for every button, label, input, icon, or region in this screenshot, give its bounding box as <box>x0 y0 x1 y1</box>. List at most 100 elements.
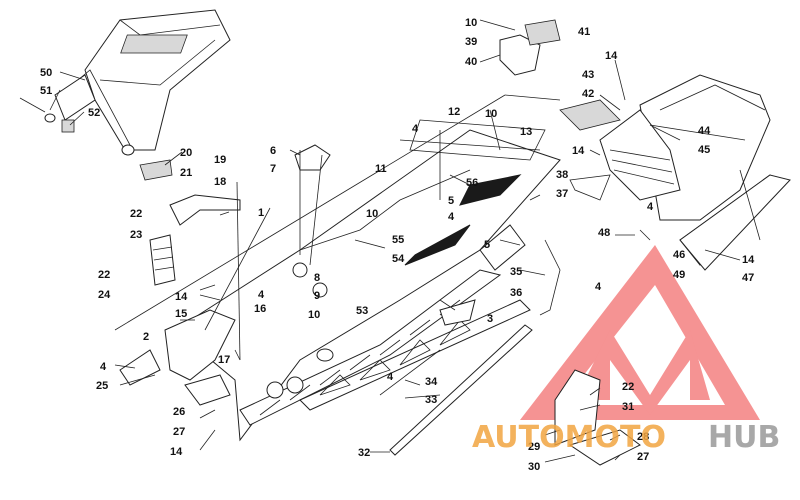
callout-29: 29 <box>528 441 540 453</box>
callout-10: 10 <box>308 309 320 321</box>
callout-4: 4 <box>412 123 419 135</box>
callout-34: 34 <box>425 376 438 388</box>
callout-48: 48 <box>598 227 610 239</box>
callout-18: 18 <box>214 176 226 188</box>
callout-20: 20 <box>180 147 192 159</box>
callout-16: 16 <box>254 303 266 315</box>
cooler-strip-upper <box>459 174 522 206</box>
part-47 <box>679 174 791 271</box>
callout-42: 42 <box>582 88 594 100</box>
callout-14: 14 <box>170 446 183 458</box>
callout-2: 2 <box>143 331 149 343</box>
part-25 <box>119 349 161 386</box>
callout-35: 35 <box>510 266 522 278</box>
callout-19: 19 <box>214 154 226 166</box>
callout-53: 53 <box>356 305 368 317</box>
part-35 <box>479 224 526 271</box>
callout-46: 46 <box>673 249 685 261</box>
callout-22: 22 <box>98 269 110 281</box>
callout-41: 41 <box>578 26 590 38</box>
callout-27: 27 <box>637 451 649 463</box>
callout-4: 4 <box>100 361 107 373</box>
callout-5: 5 <box>484 239 490 251</box>
callout-12: 12 <box>448 106 460 118</box>
callout-14: 14 <box>742 254 755 266</box>
callout-49: 49 <box>673 269 685 281</box>
callout-10: 10 <box>485 108 497 120</box>
callout-45: 45 <box>698 144 710 156</box>
callout-51: 51 <box>40 85 52 97</box>
part-36 <box>539 239 561 316</box>
callout-36: 36 <box>510 287 522 299</box>
callout-8: 8 <box>314 272 320 284</box>
callout-54: 54 <box>392 253 405 265</box>
callout-14: 14 <box>605 50 618 62</box>
seat-assembly <box>19 9 231 156</box>
callout-4: 4 <box>647 201 654 213</box>
callout-32: 32 <box>358 447 370 459</box>
callout-15: 15 <box>175 308 187 320</box>
callout-37: 37 <box>556 188 568 200</box>
callout-4: 4 <box>595 281 602 293</box>
callout-17: 17 <box>218 354 230 366</box>
callout-14: 14 <box>175 291 188 303</box>
part-20-panel <box>139 159 173 181</box>
part-23 <box>149 234 176 286</box>
callout-5: 5 <box>448 195 454 207</box>
callout-7: 7 <box>270 163 276 175</box>
part-26 <box>184 374 231 406</box>
callout-22: 22 <box>130 208 142 220</box>
cooler-strip-lower <box>404 224 471 266</box>
chassis-tunnel <box>114 94 561 442</box>
callout-27: 27 <box>173 426 185 438</box>
callout-24: 24 <box>98 289 111 301</box>
part-30 <box>568 429 641 466</box>
callout-52: 52 <box>88 107 100 119</box>
bracket-41 <box>524 19 561 46</box>
rail-32 <box>389 324 533 456</box>
callout-3: 3 <box>487 313 493 325</box>
callout-44: 44 <box>698 125 711 137</box>
callout-25: 25 <box>96 380 108 392</box>
callout-55: 55 <box>392 234 404 246</box>
callout-30: 30 <box>528 461 540 473</box>
callout-28: 28 <box>637 431 649 443</box>
callout-1: 1 <box>258 207 264 219</box>
callout-22: 22 <box>622 381 634 393</box>
callout-47: 47 <box>742 272 754 284</box>
watermark-logo <box>520 245 760 420</box>
callout-26: 26 <box>173 406 185 418</box>
watermark-m-shape <box>575 330 710 415</box>
callout-31: 31 <box>622 401 634 413</box>
rear-bumper-assembly <box>559 74 786 266</box>
callout-4: 4 <box>448 211 455 223</box>
callout-9: 9 <box>314 290 320 302</box>
callout-labels: 1 2 3 4 4 4 4 4 4 4 5 5 6 7 8 9 10 10 10… <box>40 17 755 473</box>
callout-38: 38 <box>556 169 568 181</box>
callout-14: 14 <box>572 145 585 157</box>
callout-11: 11 <box>375 163 387 175</box>
leader-lines <box>49 19 761 463</box>
bracket-2 <box>164 309 236 381</box>
part-29 <box>554 369 601 446</box>
callout-4: 4 <box>258 289 265 301</box>
callout-43: 43 <box>582 69 594 81</box>
watermark-text: AUTOMOTO HUB <box>472 420 780 455</box>
callout-23: 23 <box>130 229 142 241</box>
part-18 <box>169 194 241 226</box>
callout-10: 10 <box>465 17 477 29</box>
watermark-text-automoto: AUTOMOTO <box>472 420 666 455</box>
callout-21: 21 <box>180 167 192 179</box>
callout-40: 40 <box>465 56 477 68</box>
callout-33: 33 <box>425 394 437 406</box>
callout-4: 4 <box>387 371 394 383</box>
callout-39: 39 <box>465 36 477 48</box>
watermark-text-hub: HUB <box>708 420 780 455</box>
callout-56: 56 <box>466 177 478 189</box>
callout-10: 10 <box>366 208 378 220</box>
callout-6: 6 <box>270 145 276 157</box>
callout-13: 13 <box>520 126 532 138</box>
part-3 <box>439 299 476 326</box>
